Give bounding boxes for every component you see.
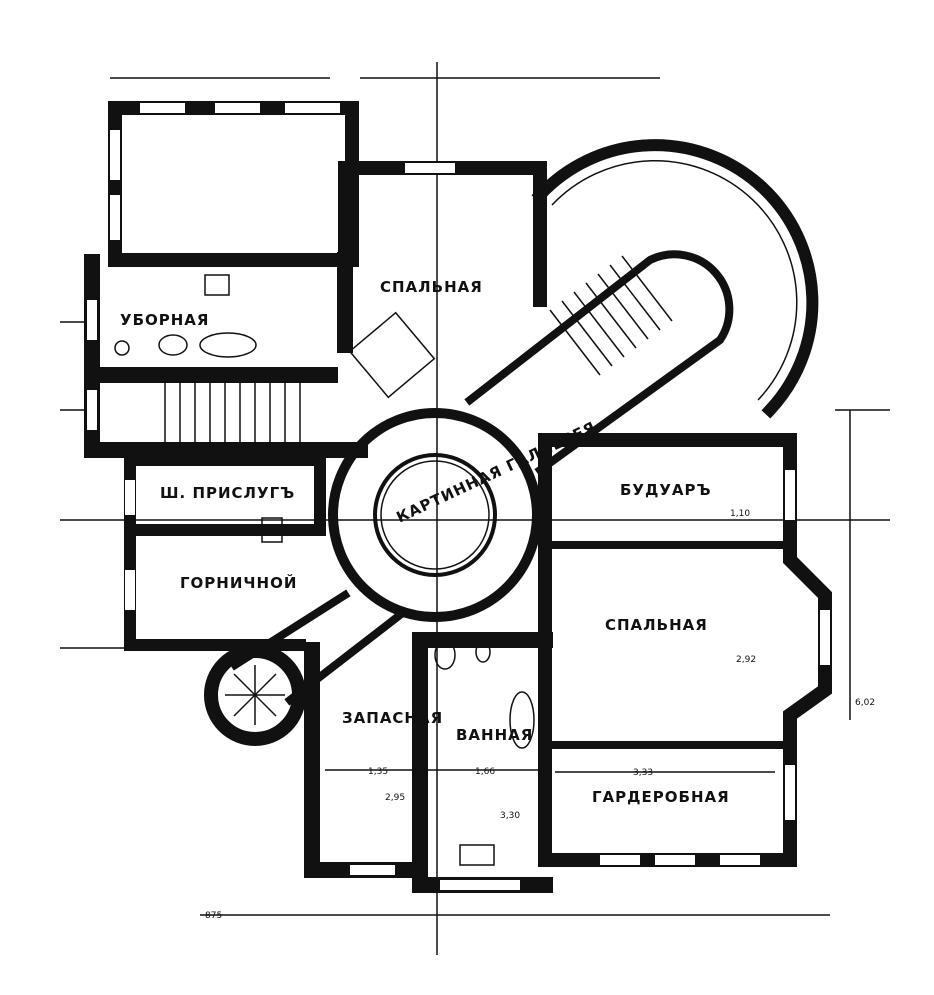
dim-bath-width: 1,66 [475, 767, 495, 777]
room-label-wardrobe: ГАРДЕРОБНАЯ [592, 788, 730, 806]
dim-bedroom: 2,92 [736, 655, 756, 665]
room-label-maid: ГОРНИЧНОЙ [180, 573, 297, 592]
dim-boudoir: 1,10 [730, 509, 750, 519]
axis-lines [60, 62, 890, 955]
stair-treads [164, 255, 673, 725]
dim-bottom-left: 875 [205, 911, 222, 921]
room-label-spare: ЗАПАСНАЯ [342, 709, 443, 727]
dim-bath-height: 3,30 [500, 811, 520, 821]
dim-spare-height: 2,95 [385, 793, 405, 803]
dim-spare-width: 1,35 [368, 767, 388, 777]
windows [87, 103, 830, 890]
room-label-bedroom-top: СПАЛЬНАЯ [380, 278, 483, 296]
room-label-lavatory: УБОРНАЯ [120, 311, 209, 329]
fixtures [114, 274, 535, 866]
dim-wardrobe: 3,33 [633, 768, 653, 778]
room-label-bedroom-right: СПАЛЬНАЯ [605, 616, 708, 634]
room-label-servants: Ш. ПРИСЛУГЪ [160, 484, 295, 502]
dim-right-total: 6,02 [855, 698, 875, 708]
room-label-boudoir: БУДУАРЪ [620, 481, 712, 499]
room-label-bathroom: ВАННАЯ [456, 726, 533, 744]
